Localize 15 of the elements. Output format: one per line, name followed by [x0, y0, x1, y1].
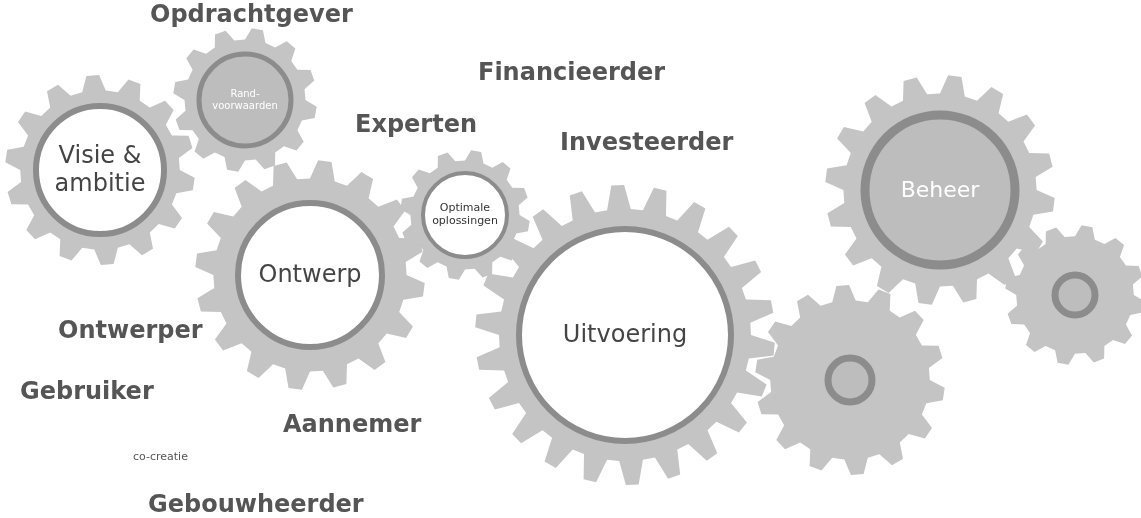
role-label: Opdrachtgever	[150, 0, 353, 28]
role-label: Ontwerper	[58, 316, 203, 344]
role-label: Investeerder	[560, 128, 734, 156]
role-label: Gebouwheerder	[148, 490, 364, 518]
role-label: Gebruiker	[20, 377, 154, 405]
gear-label: Beheer	[899, 176, 981, 205]
role-label: Financieerder	[478, 58, 666, 86]
gear-label: Optimale oplossingen	[431, 200, 499, 229]
gear-label: Rand- voorwaarden	[211, 87, 279, 113]
role-label: Experten	[355, 110, 477, 138]
gear-label: Visie & ambitie	[53, 140, 147, 199]
role-label: Aannemer	[283, 410, 422, 438]
gear-label: Uitvoering	[561, 319, 689, 351]
gear-label: Ontwerp	[257, 259, 363, 291]
role-label: co-creatie	[133, 450, 188, 463]
